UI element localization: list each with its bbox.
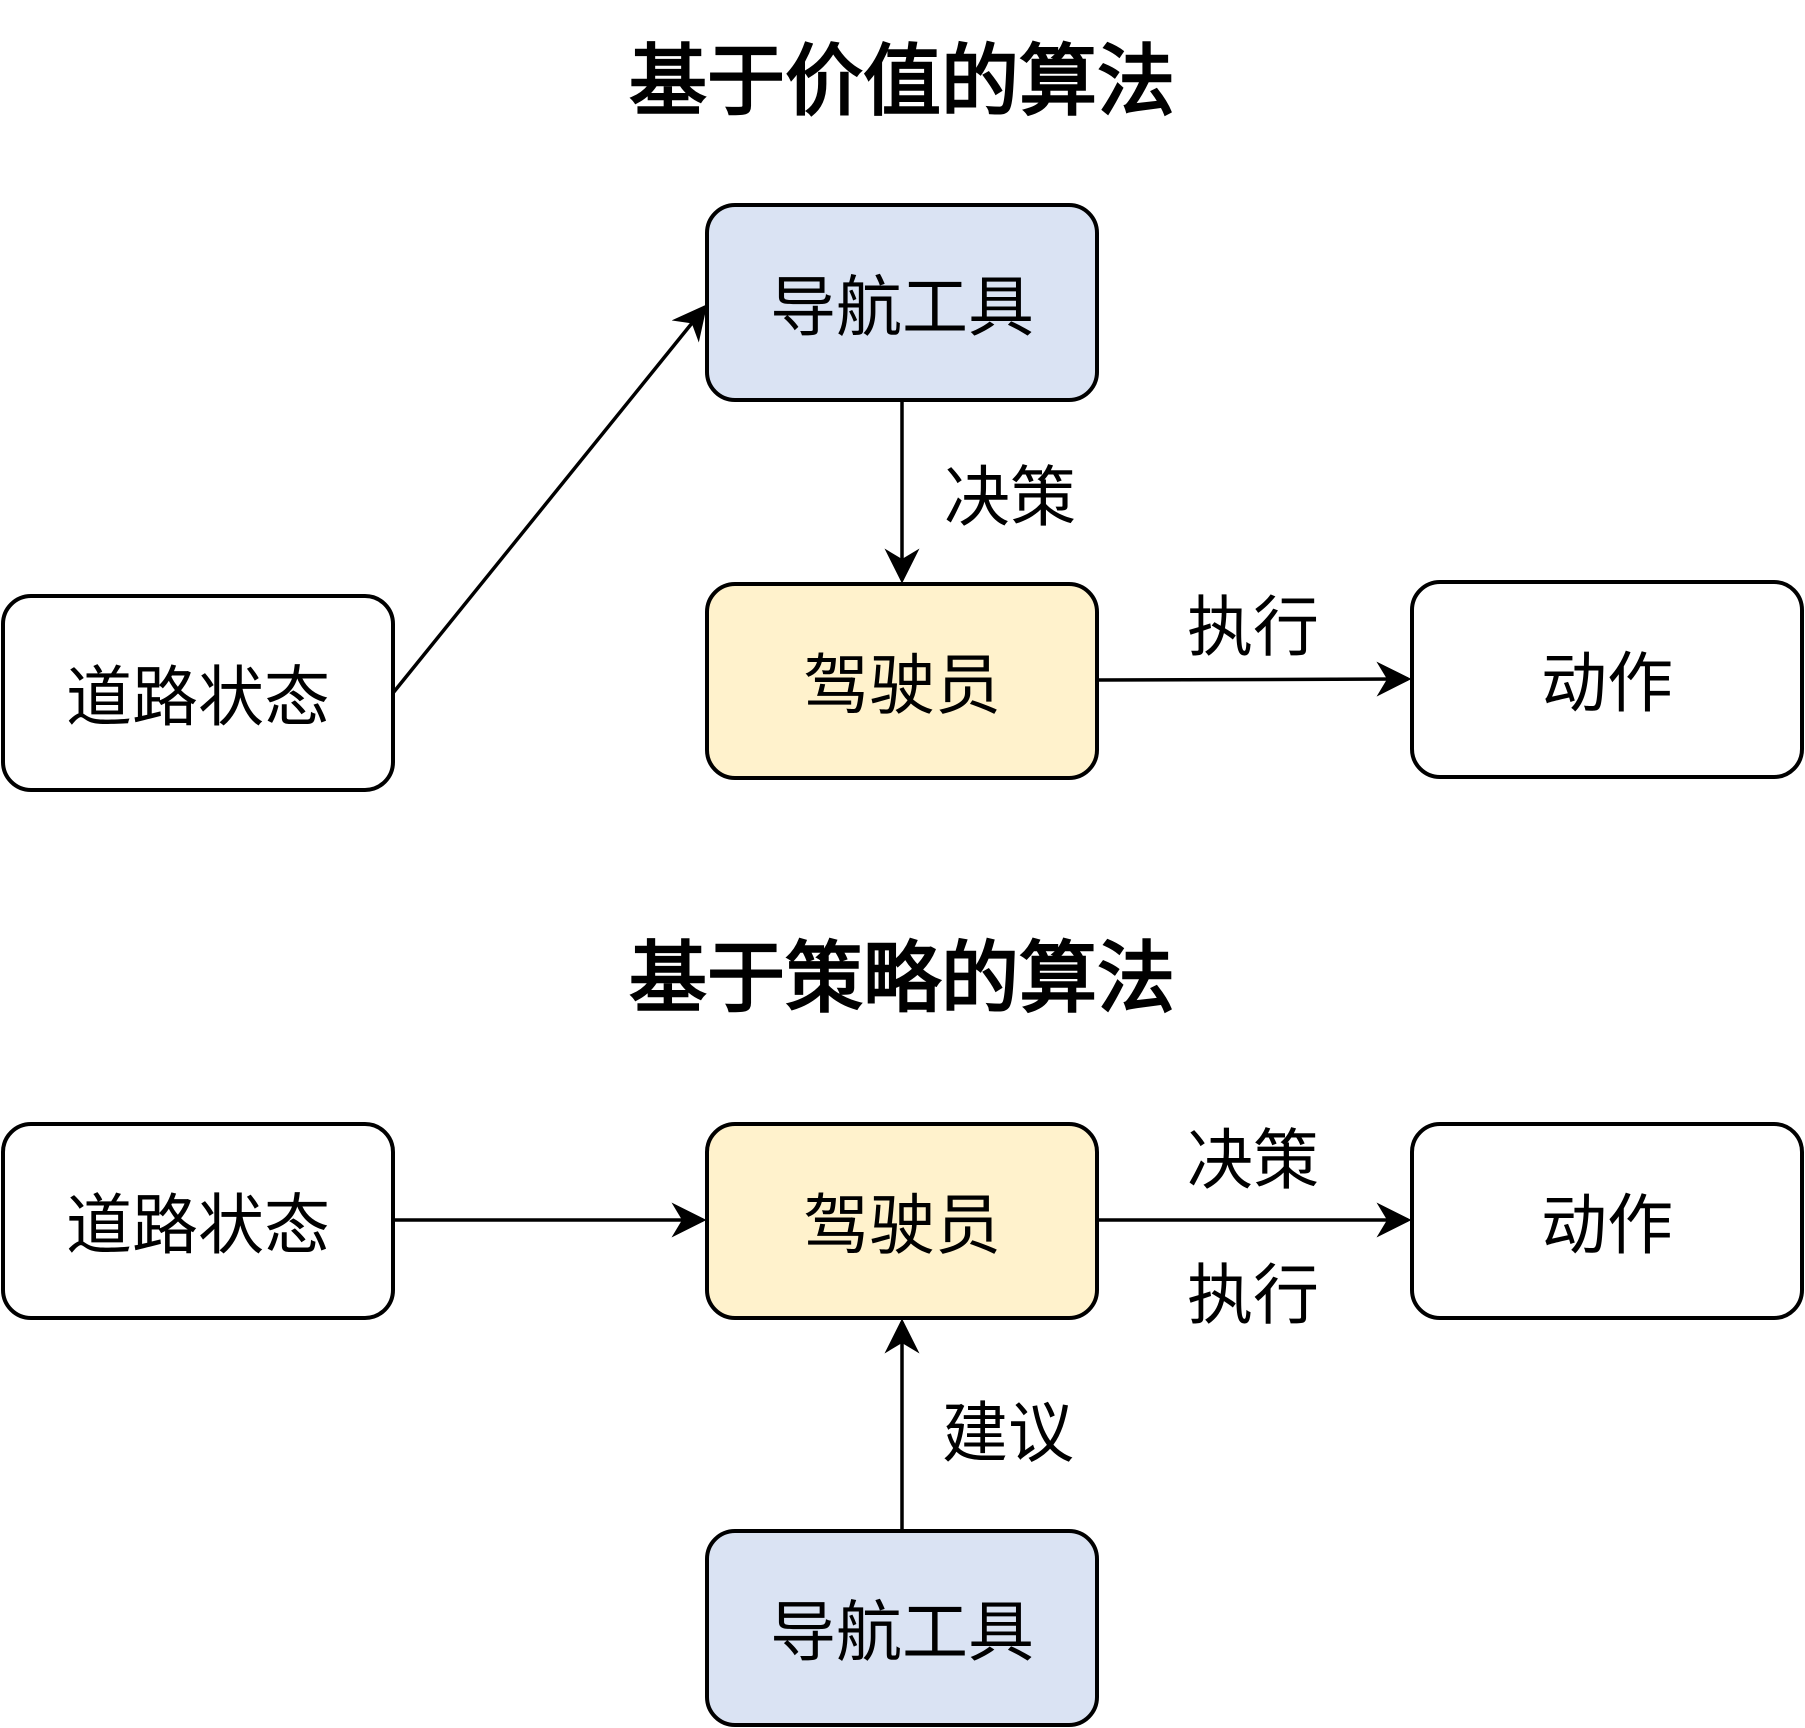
policy-action-box: [1410, 1122, 1804, 1320]
value-action-label: 动作: [1541, 645, 1673, 722]
policy-action-label: 动作: [1541, 1187, 1673, 1264]
value-navigator-label: 导航工具: [770, 269, 1034, 346]
policy-driver-box: [705, 1122, 1099, 1320]
policy-based-title: 基于策略的算法: [629, 933, 1175, 1024]
value-driver-label: 驾驶员: [803, 647, 1001, 724]
edge-road-to-navigator: [391, 304, 708, 695]
value-based-title: 基于价值的算法: [629, 36, 1175, 127]
edge-driver-to-action: [1097, 661, 1412, 697]
policy-edge-label-decision: 决策: [1187, 1122, 1319, 1199]
value-edge-label-decision: 决策: [944, 459, 1076, 536]
policy-navigator-box: [705, 1529, 1099, 1727]
policy-navigator-node: 导航工具: [705, 1529, 1099, 1727]
value-navigator-node: 导航工具: [705, 203, 1099, 402]
value-road-state-box: [1, 594, 395, 792]
policy-road-state-node: 道路状态: [1, 1122, 395, 1320]
value-action-box: [1410, 580, 1804, 779]
policy-road-state-label: 道路状态: [66, 1187, 330, 1264]
value-navigator-box: [705, 203, 1099, 402]
value-driver-box: [705, 582, 1099, 780]
policy-navigator-label: 导航工具: [770, 1594, 1034, 1671]
value-road-state-node: 道路状态: [1, 594, 395, 792]
policy-action-node: 动作: [1410, 1122, 1804, 1320]
value-driver-node: 驾驶员: [705, 582, 1099, 780]
value-road-state-label: 道路状态: [66, 659, 330, 736]
policy-edge-label-suggest: 建议: [942, 1395, 1074, 1472]
policy-driver-label: 驾驶员: [803, 1187, 1001, 1264]
policy-road-state-box: [1, 1122, 395, 1320]
value-edge-label-execute: 执行: [1187, 589, 1319, 666]
policy-driver-node: 驾驶员: [705, 1122, 1099, 1320]
value-action-node: 动作: [1410, 580, 1804, 779]
policy-edge-label-execute: 执行: [1187, 1257, 1319, 1334]
